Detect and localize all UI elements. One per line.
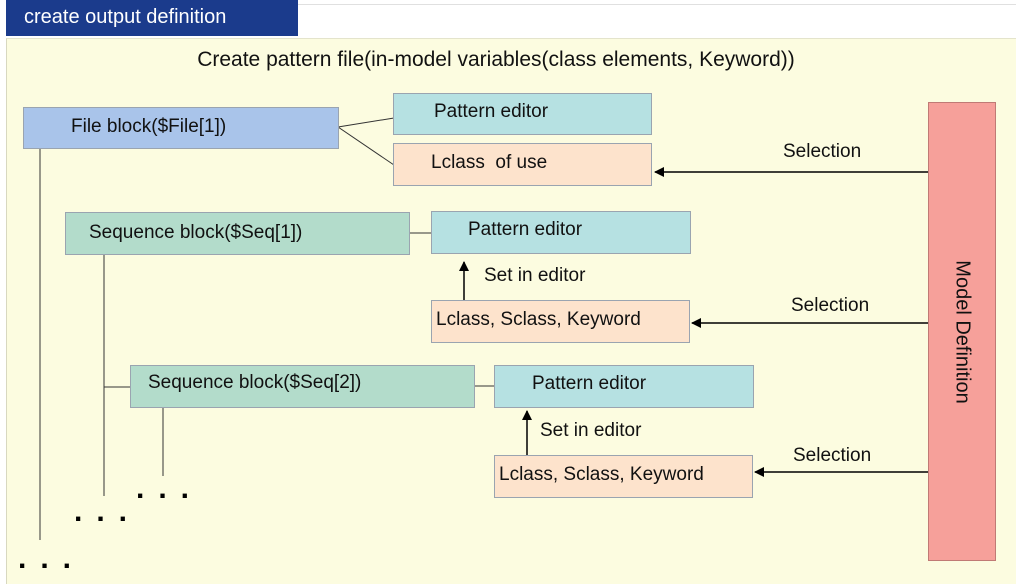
- selection-label-1: Selection: [783, 141, 862, 162]
- ellipsis-seq2: ...: [136, 472, 204, 505]
- model-definition-label: Model Definition: [951, 259, 974, 404]
- sequence-block-1: Sequence block($Seq[1]): [65, 212, 410, 255]
- ellipsis-file: ...: [18, 542, 86, 575]
- set-in-editor-label-1: Set in editor: [484, 265, 586, 286]
- selection-label-3: Selection: [793, 445, 872, 466]
- tab-divider: [298, 4, 1016, 5]
- lclass-sclass-keyword-box-1: Lclass, Sclass, Keyword: [431, 300, 690, 343]
- pattern-editor-seq2: Pattern editor: [494, 365, 754, 408]
- sequence-block-2: Sequence block($Seq[2]): [130, 365, 475, 408]
- diagram-title: Create pattern file(in-model variables(c…: [197, 48, 795, 71]
- lclass-sclass-keyword-box-2: Lclass, Sclass, Keyword: [494, 455, 753, 498]
- pattern-editor-seq1: Pattern editor: [431, 211, 691, 254]
- lclass-of-use-box: Lclass of use: [393, 143, 652, 186]
- ellipsis-seq1: ...: [74, 495, 142, 528]
- selection-label-2: Selection: [791, 295, 870, 316]
- tab-create-output-definition[interactable]: create output definition: [6, 0, 298, 36]
- pattern-editor-file: Pattern editor: [393, 93, 652, 135]
- file-block: File block($File[1]): [23, 107, 339, 149]
- set-in-editor-label-2: Set in editor: [540, 420, 642, 441]
- model-definition-block: Model Definition: [928, 102, 996, 561]
